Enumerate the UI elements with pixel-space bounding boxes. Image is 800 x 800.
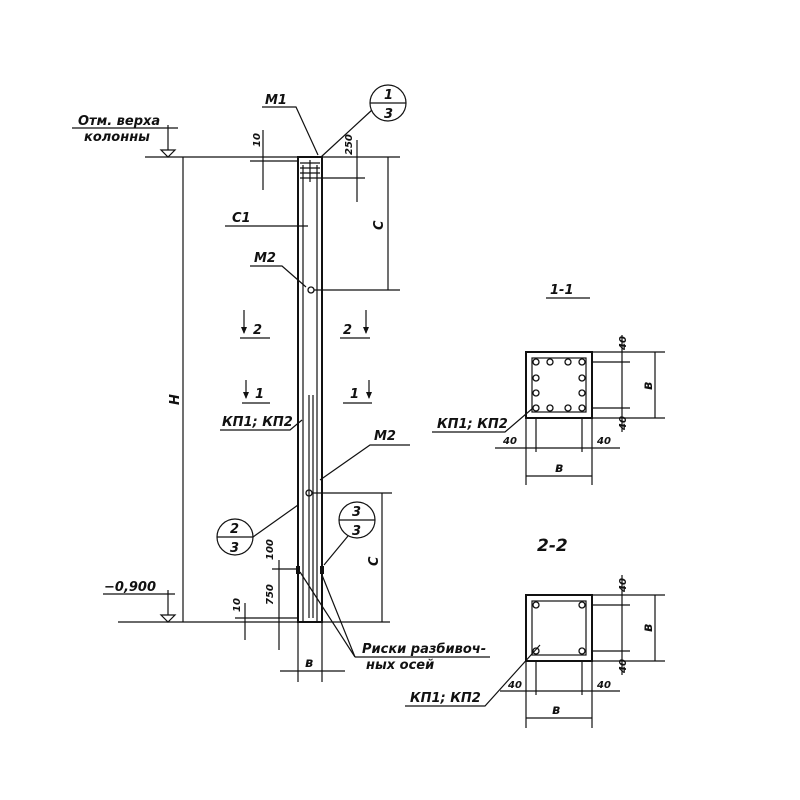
rebar-mark [532,374,540,382]
section-marker-1-left: 1 [242,380,270,404]
rebar-mark [546,358,554,366]
drawing-callout-2-top: 2 [230,522,239,537]
rebar-mark [578,601,586,609]
section-2-title: 2-2 [537,536,568,556]
section-marker-2-left: 2 [240,310,270,339]
rebar-mark [546,404,554,412]
drawing-line [363,327,369,334]
callout-2-3: 2 3 [216,504,299,556]
marks-label: Риски разбивоч- [362,642,486,657]
rebar-mark [532,601,540,609]
column-outline [297,156,323,623]
section-1-kp-label: КП1; КП2 [437,417,508,432]
drawing-callout-1-bottom: 3 [384,107,393,122]
section-2-dim-right: 40 [596,680,611,691]
drawing-callout-3-bottom: 3 [352,524,361,539]
section-2-dim-width: в [552,703,560,718]
drawing-line [323,535,349,566]
dim-250: 250 [344,134,355,155]
rebar-mark [564,404,572,412]
rebar-mark [532,647,540,655]
section-1-1: 1-1 40 в 40 40 40 в КП1; КП2 [432,283,665,485]
rebar-dots [532,358,586,412]
dim-750: 750 [265,584,276,605]
rebar-mark [578,374,586,382]
drawing-line [250,265,307,288]
drawing-callout-1-top: 1 [384,88,393,103]
drawing-line [320,566,324,574]
dim-c-lower: С [367,556,382,566]
level-triangle-icon [159,149,177,158]
drawing-line [525,351,593,419]
height-label: Н [168,394,183,405]
m1-label: М1 [265,93,287,108]
rebar-mark [578,647,586,655]
section-2-dim-top: 40 [618,578,629,593]
drawing-line [243,392,249,399]
section-marker-1-right: 1 [343,380,372,404]
rebar-mark [307,286,315,294]
column-elevation: Н Отм. верха колонны М1 1 3 10 250 С1 М2 [72,84,490,682]
m2-upper-label: М2 [254,251,276,266]
drawing-section-2-right: 2 [343,323,352,338]
section-2-dim-left: 40 [507,680,522,691]
drawing-line [299,571,356,658]
drawing-line [320,109,373,158]
drawing-line [525,594,593,662]
rebar-mark [578,358,586,366]
section-2-dim-bottom-right: 40 [618,659,629,674]
drawing-line [531,600,587,656]
dim-c-upper: С [372,220,387,230]
callout-1-3: 1 3 [320,84,407,158]
bottom-mark-label: −0,900 [104,580,156,595]
drawing-callout-3-top: 3 [352,505,361,520]
rebar-mark [564,358,572,366]
section-2-kp-label: КП1; КП2 [410,691,481,706]
drawing-line [531,357,587,413]
embedded-plate-m1 [300,160,365,182]
top-mark-label: Отм. верха [78,114,160,129]
level-triangle-icon [159,614,177,623]
drawing-line [241,327,247,334]
drawing-line [432,407,534,433]
top-mark-label-2: колонны [84,130,150,145]
drawing-callout-2-bottom: 3 [230,541,239,556]
section-marker-2-right: 2 [340,310,370,339]
dim-10-bottom: 10 [232,598,243,612]
section-1-dim-side: в [641,382,656,390]
dim-100: 100 [265,539,276,560]
rebar-mark [532,358,540,366]
dim-b: в [305,656,313,671]
drawing-section-2-left: 2 [253,323,262,338]
drawing-line [321,574,356,658]
c1-label: С1 [232,211,251,226]
marks-label-2: ных осей [366,658,434,673]
drawing-line [319,444,410,481]
rebar-mark [532,404,540,412]
section-2-2: 2-2 40 в 40 40 40 в КП1; КП2 [405,536,665,728]
dim-10-top: 10 [252,133,263,147]
drawing-line [366,392,372,399]
section-1-dim-left: 40 [502,436,517,447]
drawing-line [220,419,303,431]
drawing-line [296,566,300,574]
section-1-title: 1-1 [550,283,574,298]
section-1-dim-right: 40 [596,436,611,447]
drawing-line [262,106,319,156]
callout-3-3: 3 3 [323,501,376,566]
rebar-mark [578,404,586,412]
m2-lower-label: М2 [374,429,396,444]
kp-label: КП1; КП2 [222,415,293,430]
section-1-dim-width: в [555,461,563,476]
section-1-dim-top: 40 [618,336,629,351]
drawing-line [405,644,541,707]
drawing-section-1-left: 1 [255,387,264,402]
rebar-mark [532,389,540,397]
drawing-section-1-right: 1 [350,387,359,402]
section-2-dim-side: в [641,624,656,632]
rebar-mark [578,389,586,397]
drawing-line [252,504,299,538]
section-1-dim-bottom-right: 40 [618,416,629,431]
